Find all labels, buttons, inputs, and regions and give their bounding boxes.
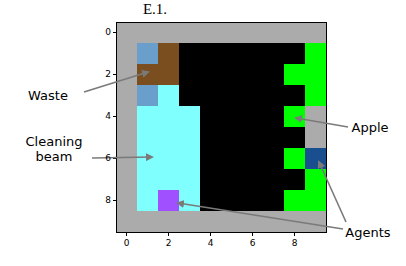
river-cell (137, 43, 158, 64)
x-tick-label: 6 (250, 238, 256, 248)
x-tick-label: 4 (208, 238, 214, 248)
y-tick-label: 0 (105, 27, 111, 37)
apple-cell (284, 106, 305, 127)
apple-cell (284, 190, 326, 211)
waste-cell (137, 64, 179, 85)
pointer-arrows (84, 72, 348, 229)
callout-label: Apple (351, 121, 388, 136)
y-tick-label: 8 (105, 195, 111, 205)
y-tick-label: 6 (105, 153, 111, 163)
figure-title: E.1. (143, 1, 167, 18)
callout-label: Waste (28, 89, 68, 104)
x-tick-label: 8 (292, 238, 298, 248)
waste-cell (158, 43, 179, 64)
y-tick-label: 4 (105, 111, 111, 121)
wall-border (116, 22, 326, 232)
callout-label: Cleaning beam (19, 135, 89, 165)
agent-cell (305, 148, 326, 169)
axis-ticks (113, 33, 295, 237)
beam-cell (137, 106, 200, 211)
apple-cell (305, 43, 326, 64)
apple-cell (284, 148, 305, 169)
x-tick-label: 2 (166, 238, 172, 248)
empty-floor (137, 43, 305, 211)
y-tick-label: 2 (105, 69, 111, 79)
river-cell (137, 85, 158, 106)
apple-cell (284, 64, 326, 85)
callout-label: Agents (345, 226, 390, 241)
apple-cell (305, 85, 326, 106)
agent-cell (158, 190, 179, 211)
beam-cell (158, 85, 179, 106)
x-tick-label: 0 (124, 238, 130, 248)
axes-frame (117, 23, 327, 233)
